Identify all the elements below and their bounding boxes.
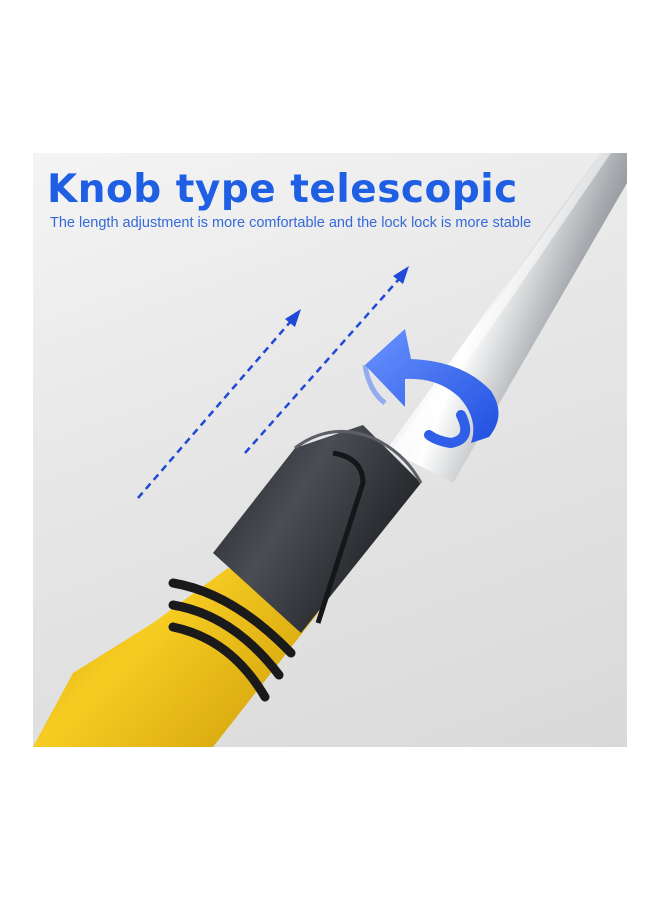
direction-arrow-icon	[137, 309, 301, 499]
headline: Knob type telescopic	[47, 167, 518, 212]
telescopic-pole-illustration	[33, 153, 627, 747]
product-image-panel: Knob type telescopic The length adjustme…	[33, 153, 627, 747]
direction-arrow-icon	[244, 266, 409, 454]
foam-grip	[33, 568, 318, 747]
lock-knob	[213, 425, 423, 633]
rotation-arrow-icon	[362, 329, 499, 449]
subline: The length adjustment is more comfortabl…	[50, 215, 532, 231]
